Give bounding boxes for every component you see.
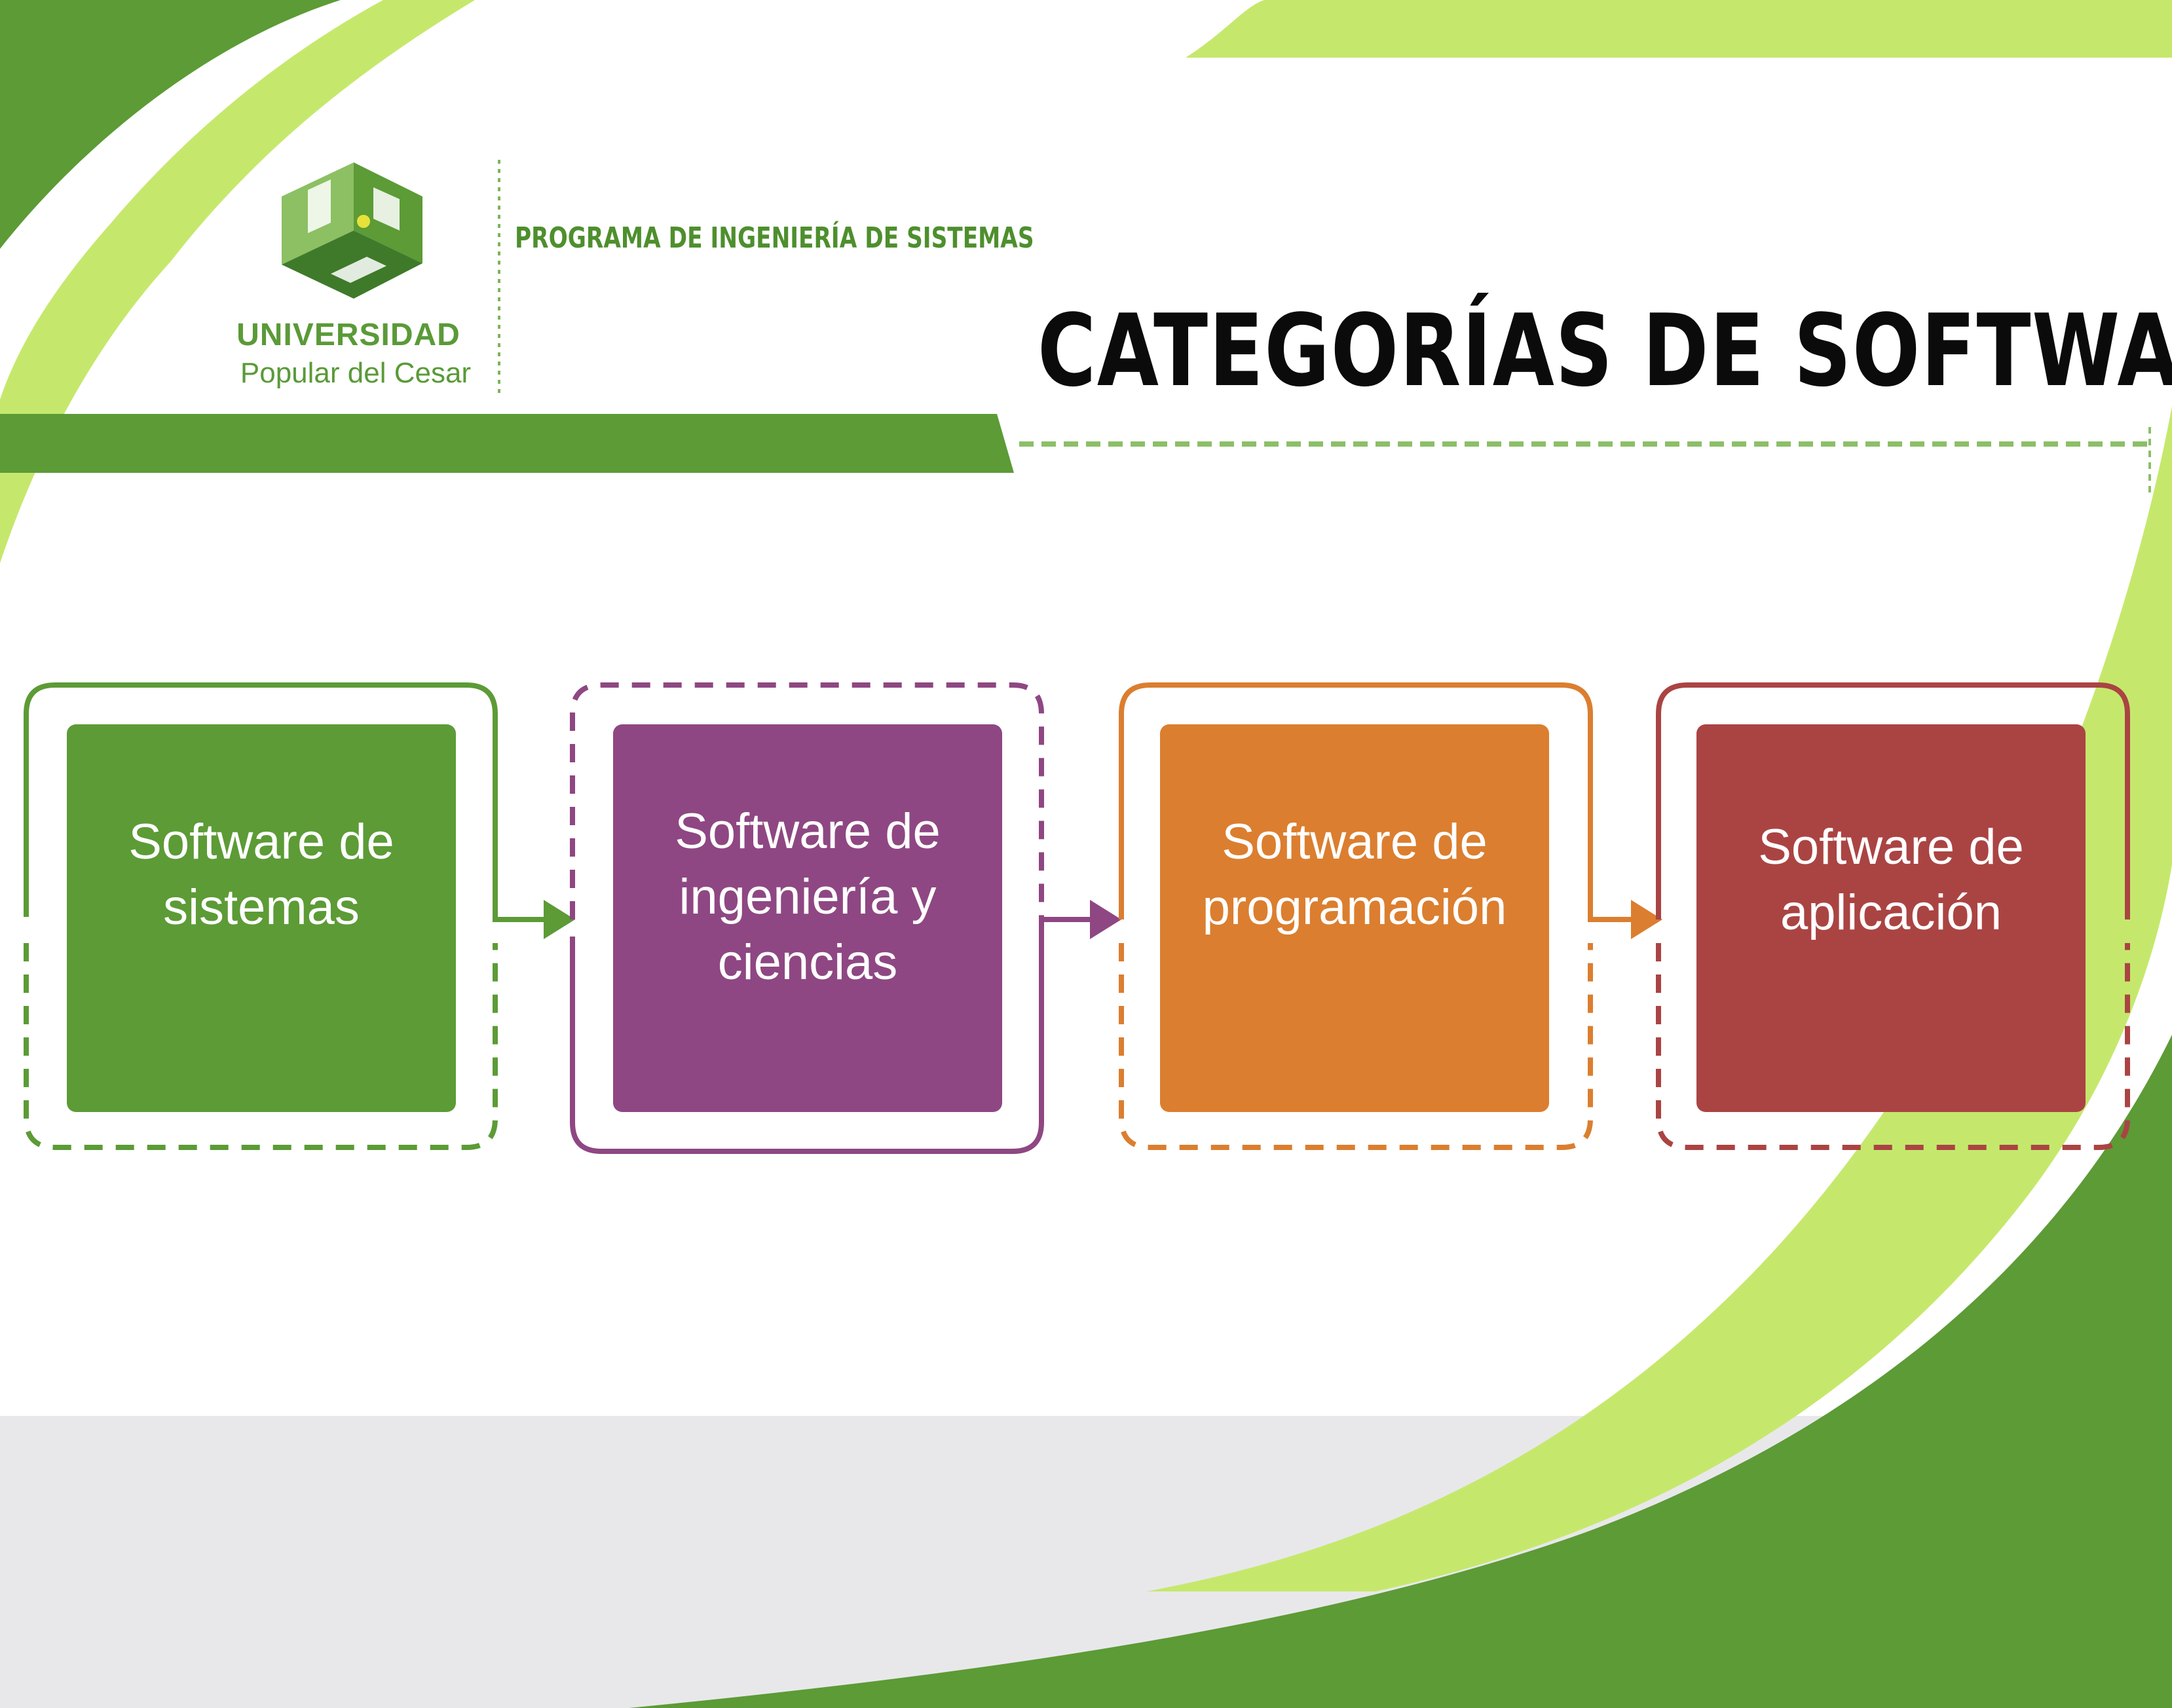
step-label-3: Software de programación xyxy=(1202,814,1507,935)
step-box-software-de-programacion: Software de programación xyxy=(1160,724,1549,1112)
right-lime-swoosh xyxy=(1146,406,2172,1591)
step-label-1: Software de sistemas xyxy=(128,814,394,935)
top-left-green-swoosh xyxy=(0,0,341,249)
top-left-lime-swoosh xyxy=(0,0,475,563)
step-label-2: Software de ingeniería y ciencias xyxy=(675,804,941,990)
step-frame-2 xyxy=(570,682,1121,1154)
logo-dot xyxy=(357,215,370,228)
arrow-2-to-3 xyxy=(1090,900,1121,939)
header-green-bar xyxy=(0,414,1014,473)
step-box-software-de-aplicacion: Software de aplicación xyxy=(1696,724,2086,1112)
step-frame-4 xyxy=(1656,682,2130,1150)
logo-letter-p xyxy=(373,187,400,231)
logo-letter-c xyxy=(331,257,386,283)
logo-letter-u xyxy=(308,179,331,233)
university-subtitle: Popular del Cesar xyxy=(240,357,472,389)
arrow-3-to-4 xyxy=(1631,900,1662,939)
upc-cube-logo xyxy=(282,162,422,299)
step-label-4: Software de aplicación xyxy=(1758,819,2024,940)
step-box-software-de-sistemas: Software de sistemas xyxy=(67,724,456,1112)
page-title: CATEGORÍAS DE SOFTWARE xyxy=(1038,293,2172,409)
bottom-right-green-swoosh xyxy=(629,1035,2172,1708)
step-box-software-de-ingenieria: Software de ingeniería y ciencias xyxy=(613,724,1002,1112)
top-right-lime-strip xyxy=(1186,0,2172,58)
program-name: PROGRAMA DE INGENIERÍA DE SISTEMAS xyxy=(515,221,1034,255)
university-name: UNIVERSIDAD xyxy=(236,318,460,352)
arrow-1-to-2 xyxy=(544,900,575,939)
step-frame-3 xyxy=(1119,682,1662,1150)
step-frame-1 xyxy=(24,682,575,1150)
